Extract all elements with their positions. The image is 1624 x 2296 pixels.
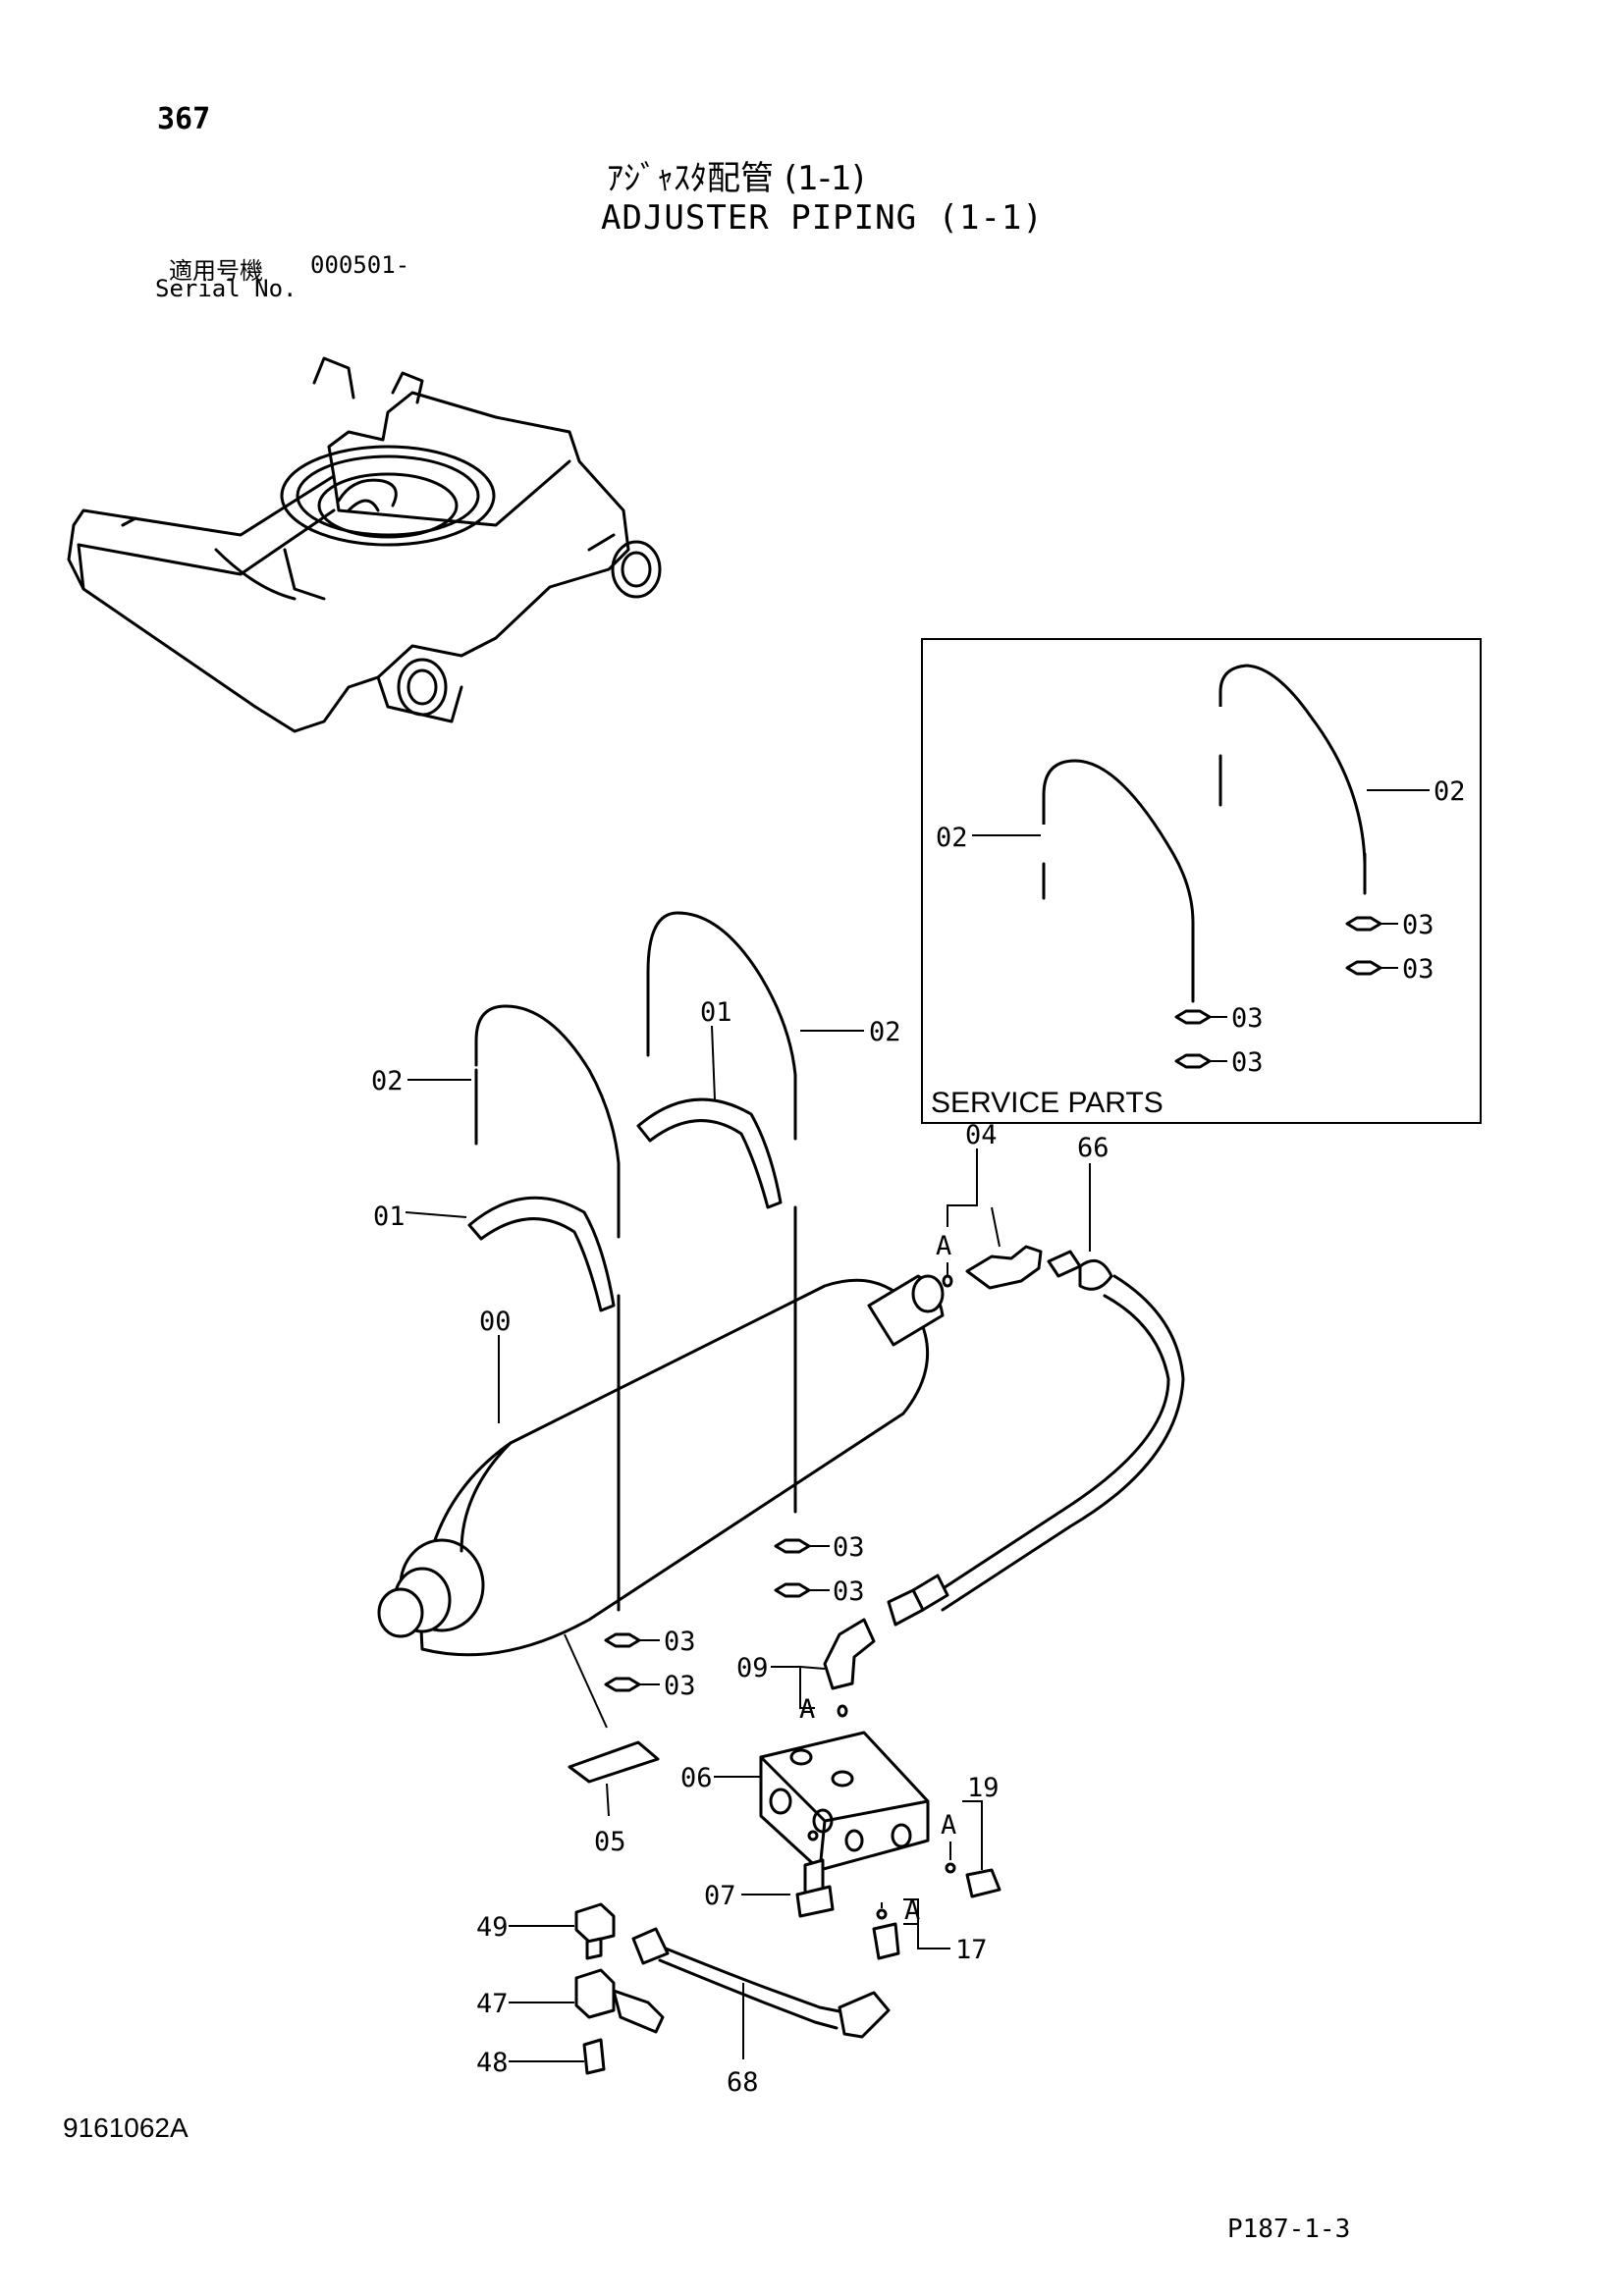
main-assembly: 01 02 01 02 00 03 03 03 03 04 A 66 09 A … — [371, 911, 1185, 2098]
callout-06: 06 — [680, 1763, 713, 1793]
elbow-fitting — [823, 1618, 876, 1690]
plug — [965, 1868, 1001, 1898]
serial-label: Serial No. — [155, 275, 298, 302]
hex-nut — [774, 1582, 811, 1598]
callout-07: 07 — [704, 1881, 736, 1911]
valve-block — [759, 1731, 930, 1872]
callout-48: 48 — [476, 2048, 509, 2078]
callout-03: 03 — [1402, 954, 1435, 985]
o-ring — [876, 1908, 888, 1920]
serial-number-value: 000501- — [310, 251, 410, 279]
plug — [872, 1922, 900, 1960]
hex-nut — [1345, 916, 1382, 932]
saddle-pad — [636, 1097, 783, 1209]
service-parts-frame — [921, 638, 1482, 1124]
callout-03: 03 — [1231, 1003, 1264, 1034]
callout-19: 19 — [967, 1773, 1000, 1803]
callout-01: 01 — [700, 997, 732, 1028]
callout-49: 49 — [476, 1912, 509, 1943]
callout-03: 03 — [1402, 910, 1435, 940]
u-bolt — [646, 911, 797, 1136]
hex-nut — [1174, 1009, 1212, 1025]
page-title-japanese: ｱｼﾞｬｽﾀ配管 (1-1) — [607, 159, 865, 198]
page-reference: P187-1-3 — [1227, 2215, 1351, 2244]
callout-09: 09 — [736, 1653, 769, 1683]
callout-02: 02 — [869, 1017, 901, 1047]
callout-01: 01 — [373, 1201, 406, 1232]
callout-66: 66 — [1077, 1133, 1110, 1163]
callout-02: 02 — [1434, 776, 1466, 807]
callout-03: 03 — [833, 1576, 865, 1607]
pipe-fitting — [631, 1927, 670, 1965]
callout-17: 17 — [955, 1935, 988, 1965]
hex-nut — [1174, 1053, 1212, 1069]
service-parts-inset: SERVICE PARTS 02 02 03 03 03 — [921, 638, 1482, 1124]
page-title: ADJUSTER PIPING (1-1) — [601, 198, 1044, 238]
o-ring — [942, 1274, 953, 1288]
callout-02: 02 — [371, 1066, 404, 1096]
grease-fitting — [582, 2038, 606, 2075]
callout-03: 03 — [664, 1627, 696, 1657]
callout-02: 02 — [936, 823, 968, 853]
hex-nut — [774, 1538, 811, 1554]
hose-fitting — [1047, 1250, 1082, 1278]
elbow-fitting — [965, 1245, 1043, 1290]
page-number: 367 — [157, 102, 211, 136]
callout-03: 03 — [1231, 1047, 1264, 1078]
callout-47: 47 — [476, 1989, 509, 2019]
caution-label — [568, 1740, 660, 1784]
callout-68: 68 — [727, 2067, 759, 2098]
hex-nut — [1345, 960, 1382, 976]
u-bolt — [1042, 759, 1195, 1001]
serial-label-japanese: 適用号機 — [169, 257, 263, 285]
hex-nut — [604, 1677, 641, 1692]
seal-reference-a: A — [936, 1231, 951, 1261]
seal-reference-a: A — [799, 1694, 815, 1725]
track-frame-drawing — [67, 356, 662, 733]
callout-03: 03 — [664, 1671, 696, 1701]
callout-03: 03 — [833, 1532, 865, 1563]
connector-fitting — [574, 1968, 616, 2019]
u-bolt — [1218, 664, 1367, 893]
o-ring — [837, 1704, 848, 1718]
seal-reference-a: A — [941, 1810, 956, 1841]
o-ring — [945, 1862, 956, 1874]
callout-05: 05 — [594, 1827, 626, 1857]
seal-reference-a: A — [904, 1896, 920, 1926]
drawing-number: 9161062A — [63, 2112, 189, 2143]
service-parts-title: SERVICE PARTS — [931, 1087, 1164, 1119]
u-bolt — [474, 1004, 621, 1229]
connector-fitting — [574, 1902, 616, 1944]
hex-nut — [604, 1632, 641, 1648]
callout-04: 04 — [965, 1120, 998, 1150]
callout-00: 00 — [479, 1307, 512, 1337]
saddle-pad — [467, 1196, 616, 1312]
